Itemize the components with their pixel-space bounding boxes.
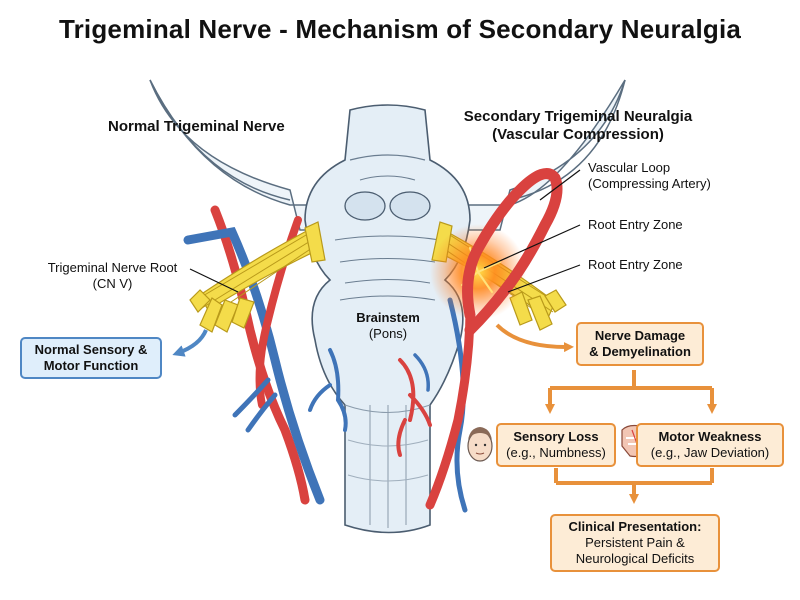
nerve-damage-line2: & Demyelination — [589, 344, 691, 359]
secondary-side-heading: Secondary Trigeminal Neuralgia (Vascular… — [448, 108, 708, 144]
brainstem-label-line2: (Pons) — [368, 326, 408, 341]
clinical-title: Clinical Presentation: — [568, 519, 702, 534]
secondary-side-heading-line2: (Vascular Compression) — [492, 126, 664, 143]
nerve-damage-line1: Nerve Damage — [594, 328, 686, 343]
nerve-damage-box: Nerve Damage & Demyelination — [576, 322, 704, 366]
nerve-root-label-line1: Trigeminal Nerve Root — [47, 260, 178, 275]
clinical-line3: Neurological Deficits — [575, 551, 695, 566]
clinical-line2: Persistent Pain & — [585, 535, 685, 550]
nerve-root-leader — [189, 268, 239, 293]
secondary-side-heading-line1: Secondary Trigeminal Neuralgia — [463, 108, 693, 125]
root-entry-leader-1 — [483, 224, 581, 269]
normal-function-line1: Normal Sensory & — [34, 342, 148, 357]
vascular-loop-label-line1: Vascular Loop — [588, 160, 671, 175]
motor-weakness-box: Motor Weakness (e.g., Jaw Deviation) — [636, 423, 784, 467]
root-entry-leader-2 — [507, 264, 581, 293]
sensory-loss-box: Sensory Loss (e.g., Numbness) — [496, 423, 616, 467]
normal-function-arrow — [172, 329, 208, 357]
normal-function-line2: Motor Function — [43, 358, 139, 373]
sensory-loss-detail: (e.g., Numbness) — [506, 445, 606, 460]
sensory-loss-title: Sensory Loss — [513, 429, 599, 444]
page-title: Trigeminal Nerve - Mechanism of Secondar… — [58, 14, 742, 44]
vascular-loop-label-line2: (Compressing Artery) — [588, 176, 711, 191]
vascular-loop-label: Vascular Loop (Compressing Artery) — [588, 160, 711, 192]
brainstem-label-line1: Brainstem — [356, 310, 420, 325]
clinical-presentation-box: Clinical Presentation: Persistent Pain &… — [550, 514, 720, 572]
root-entry-zone-label-1: Root Entry Zone — [588, 217, 683, 232]
normal-function-box: Normal Sensory & Motor Function — [20, 337, 162, 379]
flow-connectors — [545, 370, 717, 504]
nerve-root-label: Trigeminal Nerve Root (CN V) — [30, 260, 195, 292]
normal-side-heading: Normal Trigeminal Nerve — [108, 118, 285, 135]
face-icon — [467, 427, 493, 462]
right-artery-lower — [425, 305, 475, 510]
nerve-root-label-line2: (CN V) — [92, 276, 133, 291]
vascular-loop-leader — [539, 169, 581, 201]
left-vein — [183, 226, 325, 505]
motor-weakness-detail: (e.g., Jaw Deviation) — [650, 445, 770, 460]
root-entry-zone-label-2: Root Entry Zone — [588, 257, 683, 272]
damage-arrow — [495, 323, 574, 353]
brainstem-label: Brainstem (Pons) — [328, 310, 448, 342]
vascular-loop-artery — [462, 168, 563, 336]
motor-weakness-title: Motor Weakness — [658, 429, 762, 444]
